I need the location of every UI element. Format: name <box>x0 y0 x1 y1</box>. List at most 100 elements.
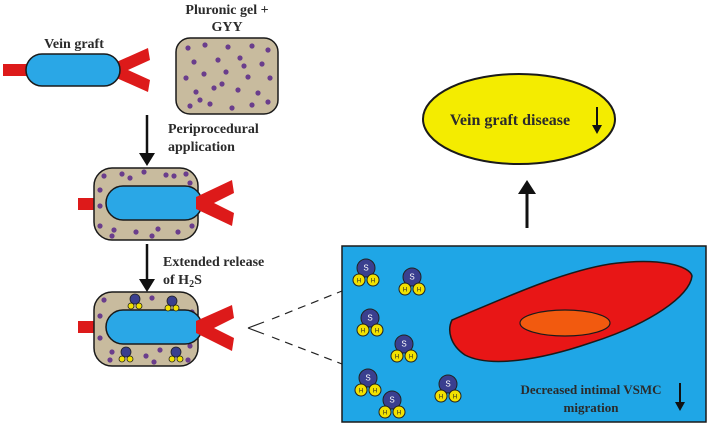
vein-graft-body <box>25 53 121 87</box>
gel-particle <box>255 90 261 96</box>
gel-particle <box>211 85 217 91</box>
vein-graft-right-fork <box>112 48 150 92</box>
gel-particle <box>187 180 193 186</box>
gel-particle <box>197 97 203 103</box>
arrow-down-1 <box>139 115 155 166</box>
step2-label-line1: Extended release <box>163 255 264 270</box>
gel-particle <box>97 223 103 229</box>
gel-particle <box>133 229 139 235</box>
gel-particle <box>163 172 169 178</box>
gel-particle <box>97 335 103 341</box>
atom-label: S <box>367 314 372 323</box>
release-right-fork <box>196 305 234 351</box>
gel-particle <box>187 103 193 109</box>
gel-particle <box>107 357 113 363</box>
step1-label-line2: application <box>168 140 235 155</box>
step2-label-line2: of H2S <box>163 273 202 290</box>
arrow-up <box>518 180 536 228</box>
release-vein <box>105 309 203 345</box>
gel-particle <box>185 45 191 51</box>
gel-particle <box>97 187 103 193</box>
atom-label: H <box>357 279 361 285</box>
wrapped-right-fork <box>196 180 234 226</box>
vsmc-label-line2: migration <box>564 400 620 415</box>
gel-particle <box>202 42 208 48</box>
gel-block <box>175 37 279 115</box>
graft-releasing-h2s <box>78 291 234 367</box>
vein-graft-label: Vein graft <box>44 37 104 52</box>
vein-graft-top <box>3 48 150 92</box>
gel-particle <box>191 59 197 65</box>
gel-particle <box>241 63 247 69</box>
gel-particle <box>225 44 231 50</box>
gel-particle <box>141 169 147 175</box>
arrow-down-2 <box>139 244 155 292</box>
gel-particle <box>157 347 163 353</box>
gel-particle <box>101 173 107 179</box>
gel-particle <box>265 99 271 105</box>
gel-particle <box>119 171 125 177</box>
gel-particle <box>97 313 103 319</box>
gel-particle <box>171 173 177 179</box>
gel-particle <box>127 175 133 181</box>
atom-label: H <box>395 355 399 361</box>
gel-particle <box>149 295 155 301</box>
gel-particle <box>223 69 229 75</box>
gel-particle <box>183 171 189 177</box>
cell-nucleus <box>519 309 611 337</box>
gel-particle <box>215 57 221 63</box>
atom-label: H <box>359 389 363 395</box>
gel-particle <box>109 233 115 239</box>
gel-particle <box>265 47 271 53</box>
atom-label: S <box>389 396 394 405</box>
atom-label: S <box>365 374 370 383</box>
gel-particles <box>183 42 273 111</box>
gel-particle <box>101 297 107 303</box>
gel-particle <box>143 353 149 359</box>
gel-label-line1: Pluronic gel + <box>185 3 268 18</box>
atom-label: S <box>445 380 450 389</box>
gel-particle <box>245 74 251 80</box>
disease-ellipse <box>422 73 616 165</box>
gel-particle <box>229 105 235 111</box>
zoom-bracket <box>247 290 343 365</box>
atom-label: H <box>439 395 443 401</box>
atom-label: S <box>363 264 368 273</box>
vsmc-label-line1: Decreased intimal VSMC <box>520 382 661 397</box>
gel-particle <box>175 229 181 235</box>
gel-particle <box>235 87 241 93</box>
gel-particle <box>151 359 157 365</box>
gel-particle <box>189 223 195 229</box>
gel-particle <box>249 102 255 108</box>
atom-label: S <box>401 340 406 349</box>
gel-particle <box>149 233 155 239</box>
gel-particle <box>109 349 115 355</box>
gel-particle <box>249 43 255 49</box>
atom-label: H <box>409 355 413 361</box>
atom-label: H <box>361 329 365 335</box>
release-gel-particles <box>97 295 195 365</box>
gel-particle <box>237 55 243 61</box>
gel-particle <box>219 81 225 87</box>
atom-label: H <box>383 411 387 417</box>
wrapped-vein <box>105 185 203 221</box>
wrapped-gel-particles <box>97 169 195 239</box>
gel-particle <box>97 203 103 209</box>
atom-label: H <box>397 411 401 417</box>
atom-label: S <box>409 273 414 282</box>
gel-particle <box>207 101 213 107</box>
graft-with-gel <box>78 167 234 241</box>
atom-label: H <box>375 329 379 335</box>
gel-particle <box>267 75 273 81</box>
gel-particle <box>187 343 193 349</box>
gel-particle <box>111 227 117 233</box>
disease-label: Vein graft disease <box>450 112 570 129</box>
gel-particle <box>185 357 191 363</box>
gel-particle <box>183 75 189 81</box>
gel-particle <box>201 71 207 77</box>
atom-label: H <box>373 389 377 395</box>
step1-label-line1: Periprocedural <box>168 122 259 137</box>
decrease-arrow-vsmc <box>675 383 685 411</box>
